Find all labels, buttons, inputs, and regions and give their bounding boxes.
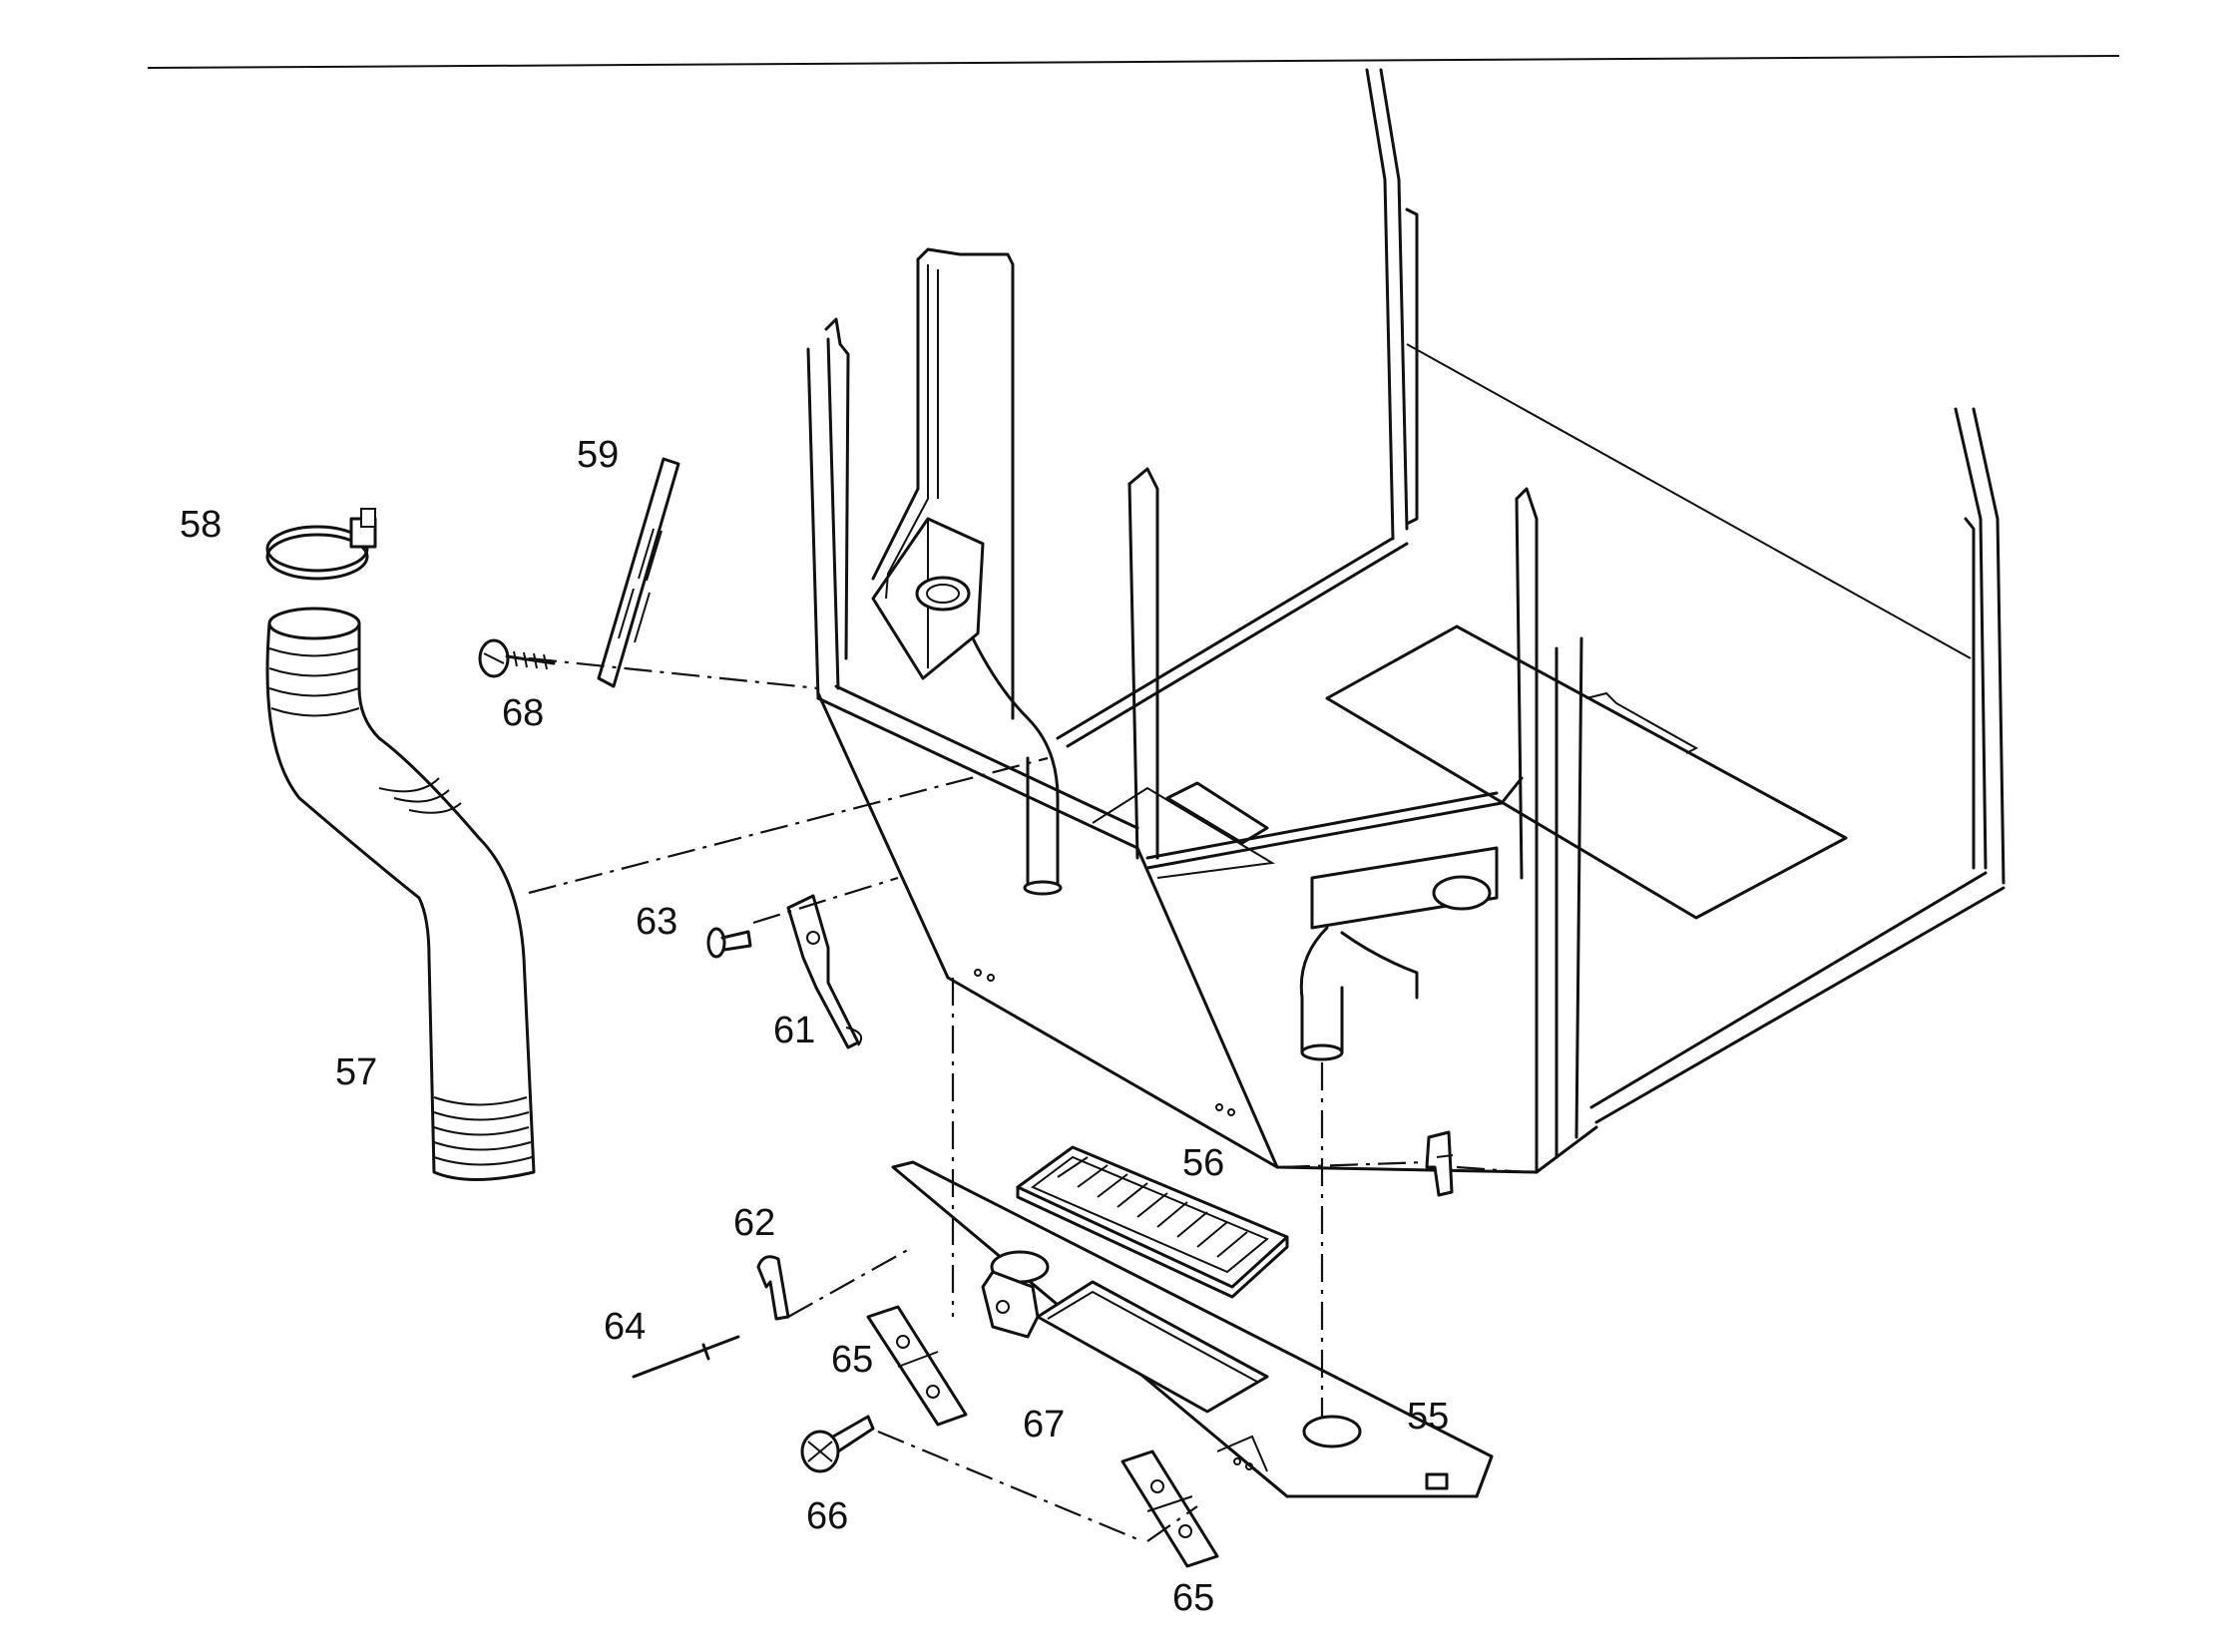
- hose-clamp: [265, 508, 377, 581]
- label-68: 68: [502, 692, 544, 734]
- label-58: 58: [180, 504, 222, 546]
- label-63: 63: [636, 901, 677, 943]
- part-labels: 55 56 57 58 59 61 62 63 64 65 65 66 67 6…: [180, 434, 1449, 1619]
- screw-68: [478, 638, 556, 678]
- filter-56: [1016, 1145, 1289, 1299]
- label-59: 59: [577, 434, 619, 476]
- label-67: 67: [1023, 1404, 1065, 1446]
- label-61: 61: [773, 1010, 815, 1051]
- label-62: 62: [733, 1202, 775, 1244]
- top-rule: [147, 55, 2120, 69]
- pin-64: [632, 1335, 740, 1379]
- spring-62: [756, 1255, 790, 1321]
- catch-67: [981, 1270, 1040, 1339]
- label-55: 55: [1407, 1396, 1449, 1438]
- grille-plate: [597, 457, 680, 688]
- screw-66: [800, 1415, 875, 1473]
- pin-63: [706, 927, 752, 959]
- label-66: 66: [806, 1495, 848, 1537]
- label-65-left: 65: [831, 1339, 873, 1381]
- cabinet-body: [806, 68, 2006, 1197]
- base-tray: [891, 1160, 1494, 1498]
- assembly-lines: [528, 656, 1528, 1543]
- drain-hose: [265, 607, 536, 1181]
- label-57: 57: [335, 1051, 377, 1093]
- label-56: 56: [1182, 1142, 1224, 1184]
- hinge-65-left: [866, 1305, 968, 1427]
- label-64: 64: [604, 1306, 646, 1348]
- label-65-right: 65: [1172, 1577, 1214, 1619]
- hinge-65-right: [1120, 1449, 1219, 1568]
- lever-61: [786, 894, 862, 1049]
